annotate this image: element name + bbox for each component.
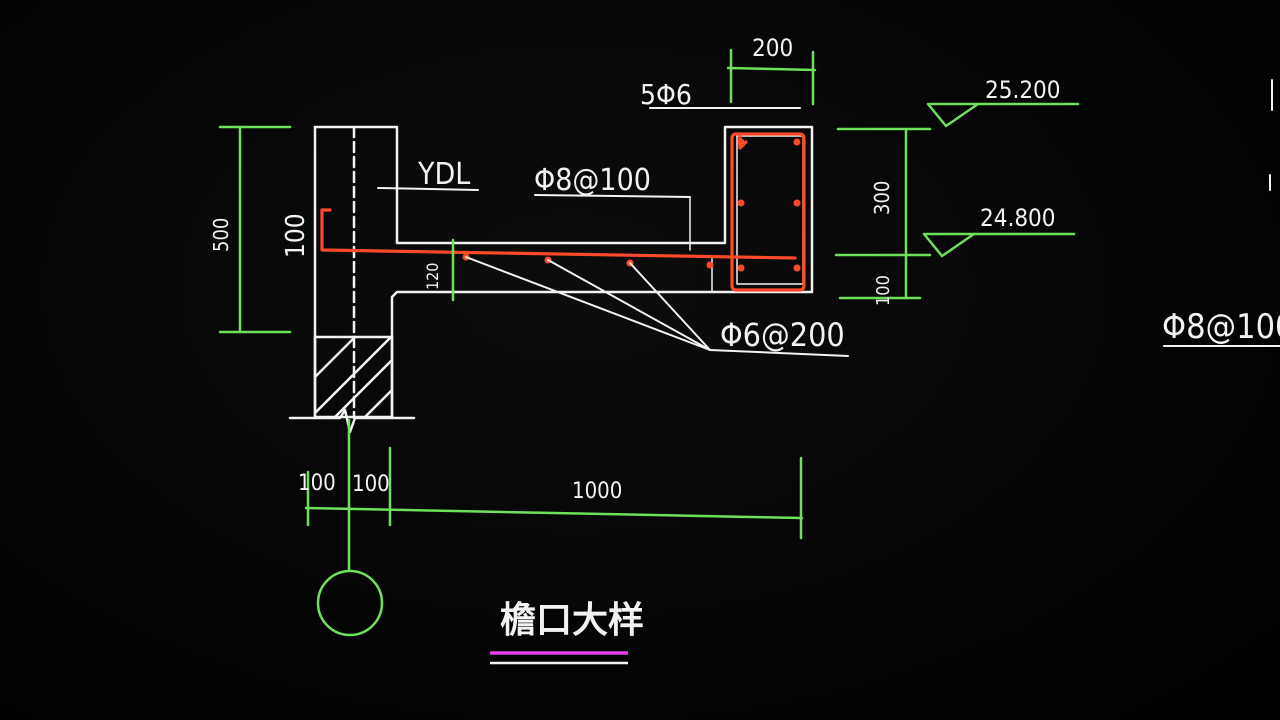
height-500-label: 500 xyxy=(209,218,233,252)
base-break-line xyxy=(288,408,416,434)
ydl-leader xyxy=(377,187,479,191)
stirrup-label: 5Φ6 xyxy=(640,78,692,111)
fan-leader xyxy=(465,256,711,351)
fan-leader xyxy=(629,262,711,351)
slab-thickness-label: 120 xyxy=(423,263,442,290)
slab-rebar-leader xyxy=(534,194,691,198)
leader-lines xyxy=(377,107,1280,357)
top-slab-rebar xyxy=(320,208,797,260)
rebar-dot xyxy=(706,261,714,269)
beam-inner-box xyxy=(736,135,804,285)
rebar-dot xyxy=(793,199,801,207)
axis-bubble xyxy=(316,569,384,637)
dim-1000-label: 1000 xyxy=(572,479,622,504)
elevation-top-label: 25.200 xyxy=(985,76,1061,104)
drawing-title: 檐口大样 xyxy=(500,600,644,641)
fan-leader xyxy=(547,259,711,351)
ydl-label: YDL xyxy=(417,157,470,192)
rebar-dot xyxy=(793,138,801,146)
wall-100-label: 100 xyxy=(281,213,311,258)
dim-100-b-label: 100 xyxy=(352,472,390,497)
right-edge-fragments xyxy=(1269,79,1273,191)
rebar-dot xyxy=(793,264,801,272)
dim-100-right-label: 100 xyxy=(873,275,894,306)
beam-stirrup xyxy=(730,132,806,292)
annotation-text: 5Φ6 200 25.200 24.800 500 100 YDL Φ8@100… xyxy=(209,34,1280,504)
slab-rebar-label: Φ8@100 xyxy=(534,163,651,198)
structure-outline xyxy=(288,125,814,434)
rebar-dot xyxy=(737,138,745,146)
dimension-lines xyxy=(218,48,1080,637)
dim-300-label: 300 xyxy=(870,181,894,215)
rebar-group xyxy=(320,132,806,292)
rebar-dot xyxy=(737,264,745,272)
bottom-rebar-label: Φ6@200 xyxy=(720,316,845,354)
drawing-title-block: 檐口大样 xyxy=(490,600,644,665)
masonry-hatch xyxy=(313,335,393,419)
dim-100-a-label: 100 xyxy=(298,471,336,496)
beam-width-label: 200 xyxy=(752,34,793,62)
rebar-dot xyxy=(737,199,745,207)
bottom-rebar-leader xyxy=(709,349,849,357)
far-right-rebar-label: Φ8@100 xyxy=(1162,307,1280,347)
elevation-bottom-label: 24.800 xyxy=(980,204,1056,232)
slab-beam-outline xyxy=(313,125,814,420)
